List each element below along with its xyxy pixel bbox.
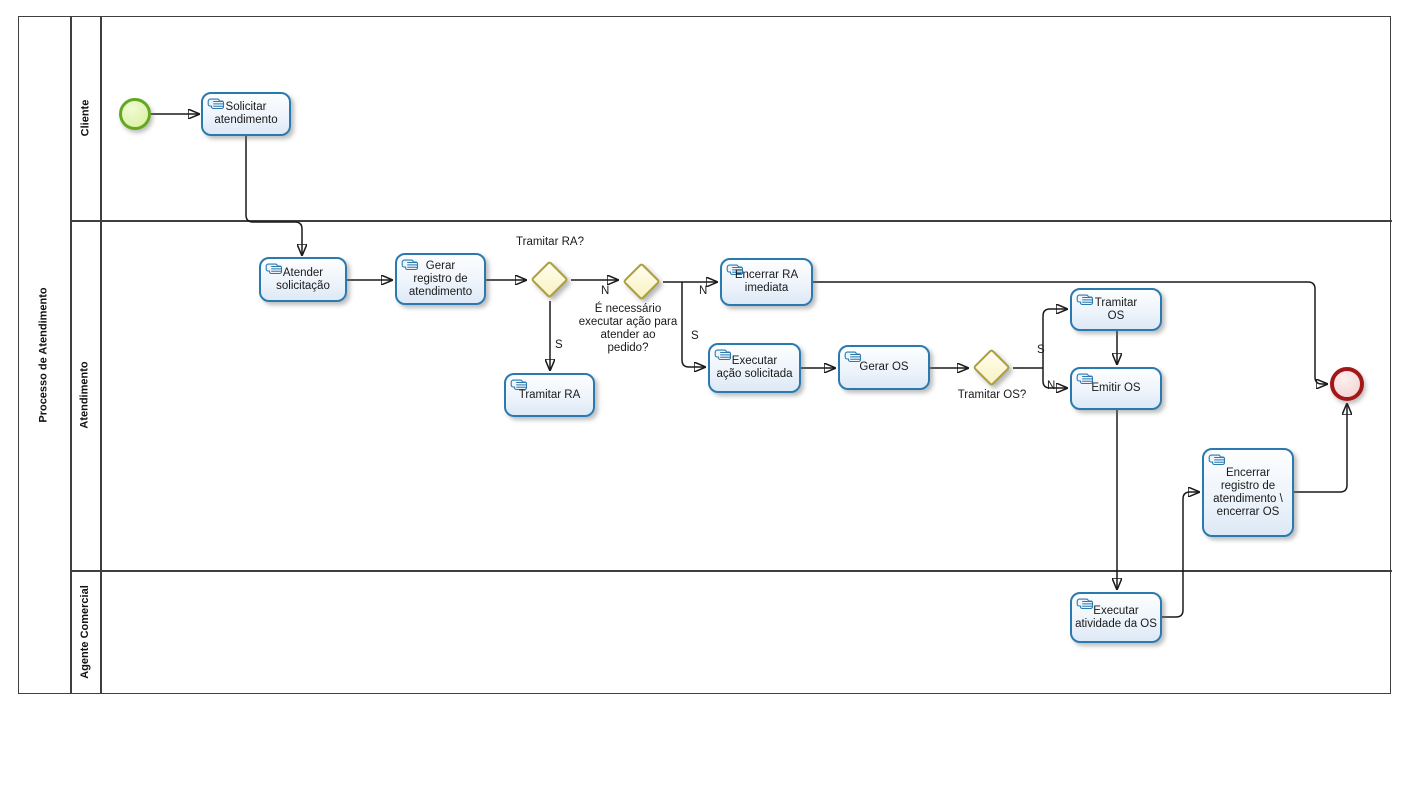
task-label: Encerrar registro de atendimento \ encer… [1213, 466, 1283, 518]
flow-gw3-n-to-emitir-os [1042, 368, 1067, 388]
lane-divider-cliente-atendimento [70, 220, 1392, 222]
task-label: Emitir OS [1091, 382, 1141, 394]
end-event[interactable] [1330, 367, 1364, 401]
diamond-shape [622, 262, 661, 301]
task-executar-acao-solicitada[interactable]: Executar ação solicitada [708, 343, 801, 393]
task-gerar-registro-atendimento[interactable]: Gerar registro de atendimento [395, 253, 486, 305]
start-event[interactable] [119, 98, 151, 130]
task-executar-atividade-da-os[interactable]: Executar atividade da OS [1070, 592, 1162, 643]
flow-solicitar-to-atender [245, 136, 302, 255]
flow-label-gw3-s: S [1037, 344, 1045, 356]
flow-gw3-s-to-tramitar-os [1042, 309, 1067, 368]
diamond-shape [530, 260, 569, 299]
diamond-shape [972, 348, 1011, 387]
task-label: Tramitar OS [1094, 296, 1138, 322]
flow-label-gw1-n: N [601, 285, 610, 297]
manual-task-icon [1208, 453, 1226, 466]
task-label: Gerar OS [859, 361, 909, 373]
task-label: Atender solicitação [276, 266, 330, 292]
task-solicitar-atendimento[interactable]: Solicitar atendimento [201, 92, 291, 136]
flow-label-gw3-n: N [1047, 380, 1056, 392]
flow-label-gw2-s: S [691, 330, 699, 342]
lane-header-divider [100, 16, 102, 694]
gateway-label-tramitar-ra: Tramitar RA? [516, 236, 584, 248]
task-label: Tramitar RA [518, 388, 581, 401]
task-encerrar-ra-imediata[interactable]: Encerrar RA imediata [720, 258, 813, 306]
manual-task-icon [1076, 293, 1094, 306]
gateway-tramitar-ra[interactable] [529, 259, 571, 301]
task-tramitar-ra[interactable]: Tramitar RA [504, 373, 595, 417]
gateway-necessario-executar-acao[interactable] [621, 261, 663, 303]
lane-divider-atendimento-agente [70, 570, 1392, 572]
task-encerrar-registro-encerrar-os[interactable]: Encerrar registro de atendimento \ encer… [1202, 448, 1294, 537]
task-label: Executar ação solicitada [716, 355, 793, 380]
gateway-tramitar-os[interactable] [971, 347, 1013, 389]
flow-encerrar-registro-to-end [1294, 404, 1347, 493]
pool-header-divider [70, 16, 72, 694]
flow-label-gw2-n: N [699, 285, 708, 297]
pool-border [18, 16, 1391, 694]
task-label: Solicitar atendimento [214, 101, 278, 126]
task-emitir-os[interactable]: Emitir OS [1070, 367, 1162, 410]
task-label: Encerrar RA imediata [734, 269, 799, 294]
task-gerar-os[interactable]: Gerar OS [838, 345, 930, 390]
task-tramitar-os[interactable]: Tramitar OS [1070, 288, 1162, 331]
flow-gw2-s-to-executar-acao [681, 282, 705, 367]
task-atender-solicitacao[interactable]: Atender solicitação [259, 257, 347, 302]
flow-label-gw1-s: S [555, 339, 563, 351]
task-label: Gerar registro de atendimento [408, 259, 473, 298]
gateway-label-tramitar-os: Tramitar OS? [957, 389, 1027, 401]
flow-encerrar-ra-to-end [813, 281, 1327, 384]
task-label: Executar atividade da OS [1075, 604, 1157, 630]
flow-executar-atividade-to-encerrar-registro [1162, 492, 1199, 618]
gateway-label-necessario: É necessário executar ação para atender … [578, 303, 678, 354]
